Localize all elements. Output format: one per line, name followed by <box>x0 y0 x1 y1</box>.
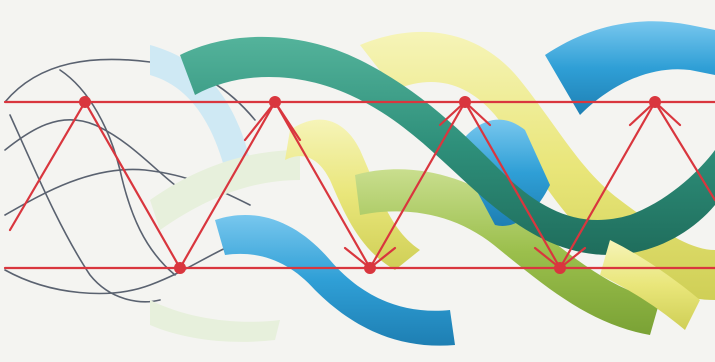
grid-node <box>174 262 186 274</box>
outline-curve-d <box>5 240 245 293</box>
grid-node <box>79 96 91 108</box>
grid-node <box>554 262 566 274</box>
grid-node <box>364 262 376 274</box>
grid-node <box>269 96 281 108</box>
grid-node <box>649 96 661 108</box>
pale-green-band-lower <box>150 300 280 342</box>
grid-node <box>459 96 471 108</box>
pale-bands <box>150 45 300 342</box>
outline-curve-e <box>10 115 160 302</box>
